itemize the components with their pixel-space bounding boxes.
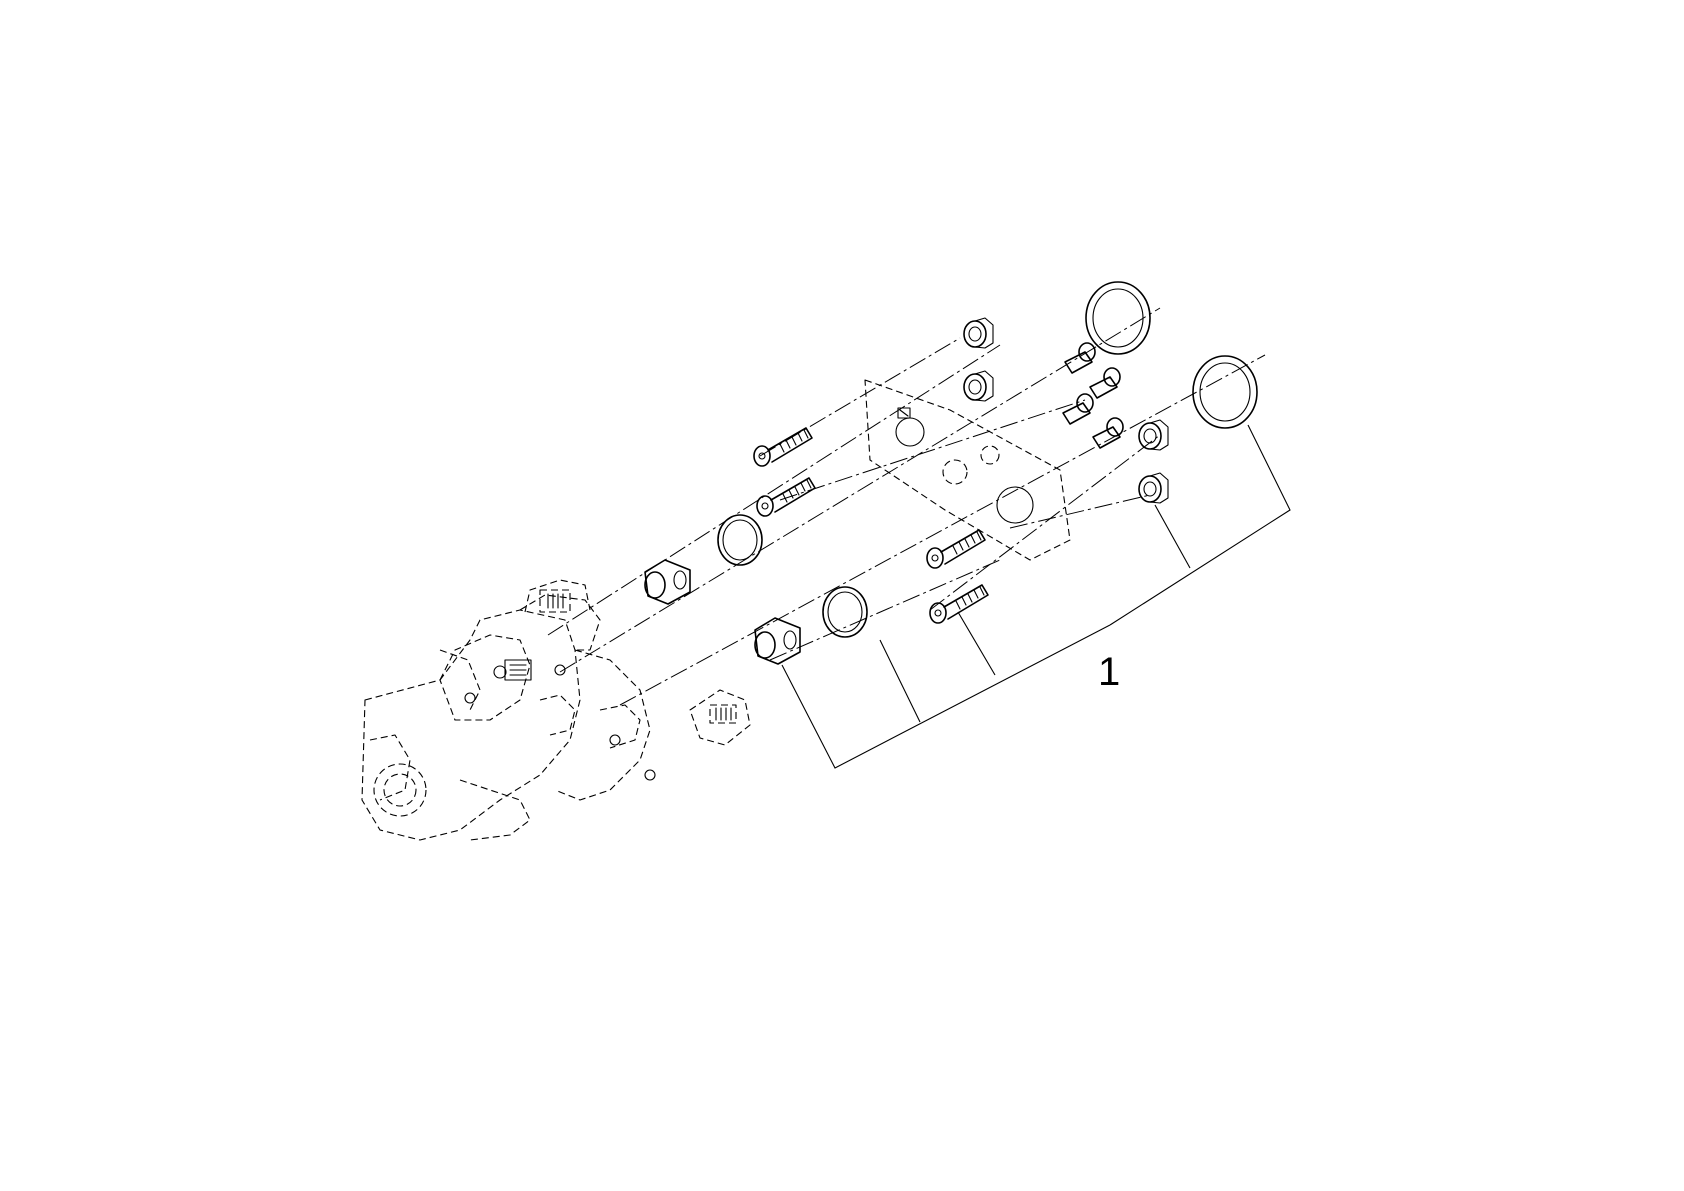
- screw-right-lower: [929, 584, 989, 624]
- screw-upper: [753, 427, 813, 467]
- piston-lower: [754, 617, 801, 665]
- fitting-1: [1064, 342, 1096, 374]
- fitting-4: [1092, 417, 1124, 449]
- bushing-top: [963, 317, 994, 349]
- screw-right-upper: [926, 529, 986, 569]
- piston-upper: [644, 559, 691, 605]
- fitting-3: [1062, 393, 1094, 425]
- bushing-right-upper: [1138, 419, 1169, 451]
- bushing-second: [963, 370, 994, 402]
- callout-1: 1: [1098, 650, 1120, 694]
- fitting-2: [1089, 367, 1121, 399]
- valve-body-phantom: [361, 579, 751, 841]
- separator-plate-phantom: [864, 379, 1071, 561]
- callout-leaders: [781, 424, 1291, 769]
- o-ring-small-lower: [822, 586, 868, 638]
- screw-middle: [756, 477, 816, 517]
- o-ring-large-lower: [1192, 355, 1258, 429]
- o-ring-small-upper: [717, 514, 763, 566]
- o-ring-large-upper: [1085, 281, 1151, 355]
- center-lines: [547, 307, 1266, 706]
- bushing-right-lower: [1138, 472, 1169, 504]
